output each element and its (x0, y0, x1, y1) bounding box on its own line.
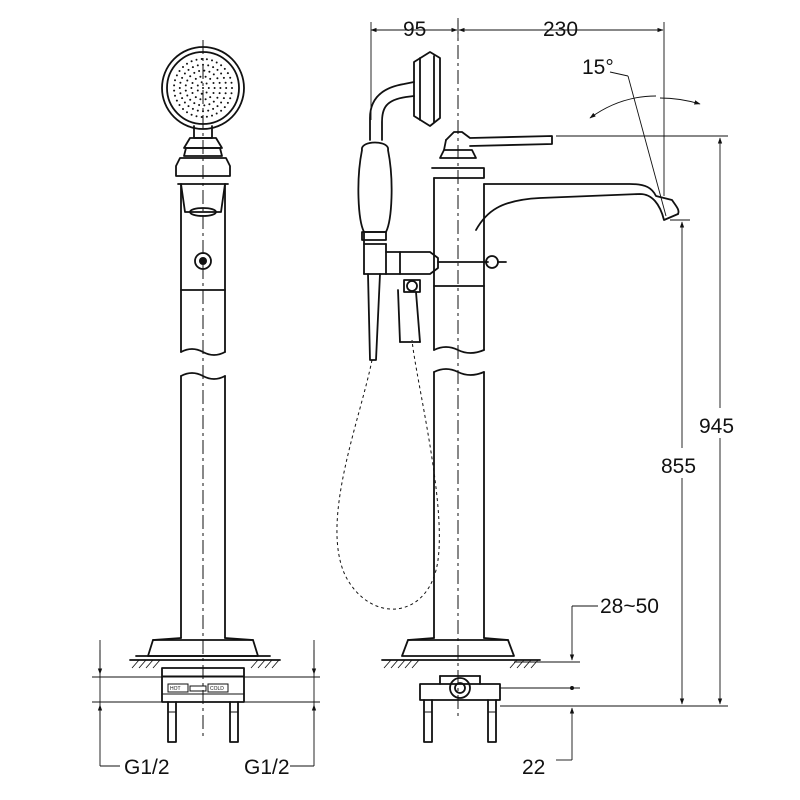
side-valve-box (419, 675, 501, 743)
hose-bracket (385, 251, 507, 343)
hand-shower-side (357, 51, 441, 361)
angle-label: 15° (582, 56, 614, 79)
mount-dims: 28~50 22 (500, 595, 659, 779)
front-g12-dims: G1/2 G1/2 (92, 640, 320, 779)
angle-dim: 15° (582, 56, 701, 217)
lever-handle (439, 131, 553, 159)
top-dims: 95 230 (370, 18, 665, 196)
side-view: 95 230 15° 945 855 (336, 18, 742, 779)
offset-22-label: 22 (522, 756, 545, 779)
connection-right-label: G1/2 (244, 756, 290, 779)
front-lower-body (135, 372, 271, 657)
front-view: HOT COLD G1/2 G1/2 (92, 40, 320, 779)
connection-left-label: G1/2 (124, 756, 170, 779)
hand-shower-head (161, 46, 245, 149)
front-floor-hatch (129, 659, 281, 669)
front-upper-body (175, 147, 231, 356)
dim-95-label: 95 (403, 18, 426, 41)
mount-range-label: 28~50 (600, 595, 659, 618)
hot-label: HOT (170, 686, 181, 692)
side-floor-hatch (381, 659, 541, 669)
dim-230-label: 230 (543, 18, 578, 41)
hose-loop (336, 339, 440, 610)
height-dims: 945 855 (500, 135, 742, 707)
dim-855-label: 855 (661, 455, 696, 478)
front-valve-box: HOT COLD (161, 667, 245, 743)
side-body (401, 177, 515, 657)
spout (431, 167, 680, 231)
dim-945-label: 945 (699, 415, 734, 438)
cold-label: COLD (210, 686, 224, 692)
